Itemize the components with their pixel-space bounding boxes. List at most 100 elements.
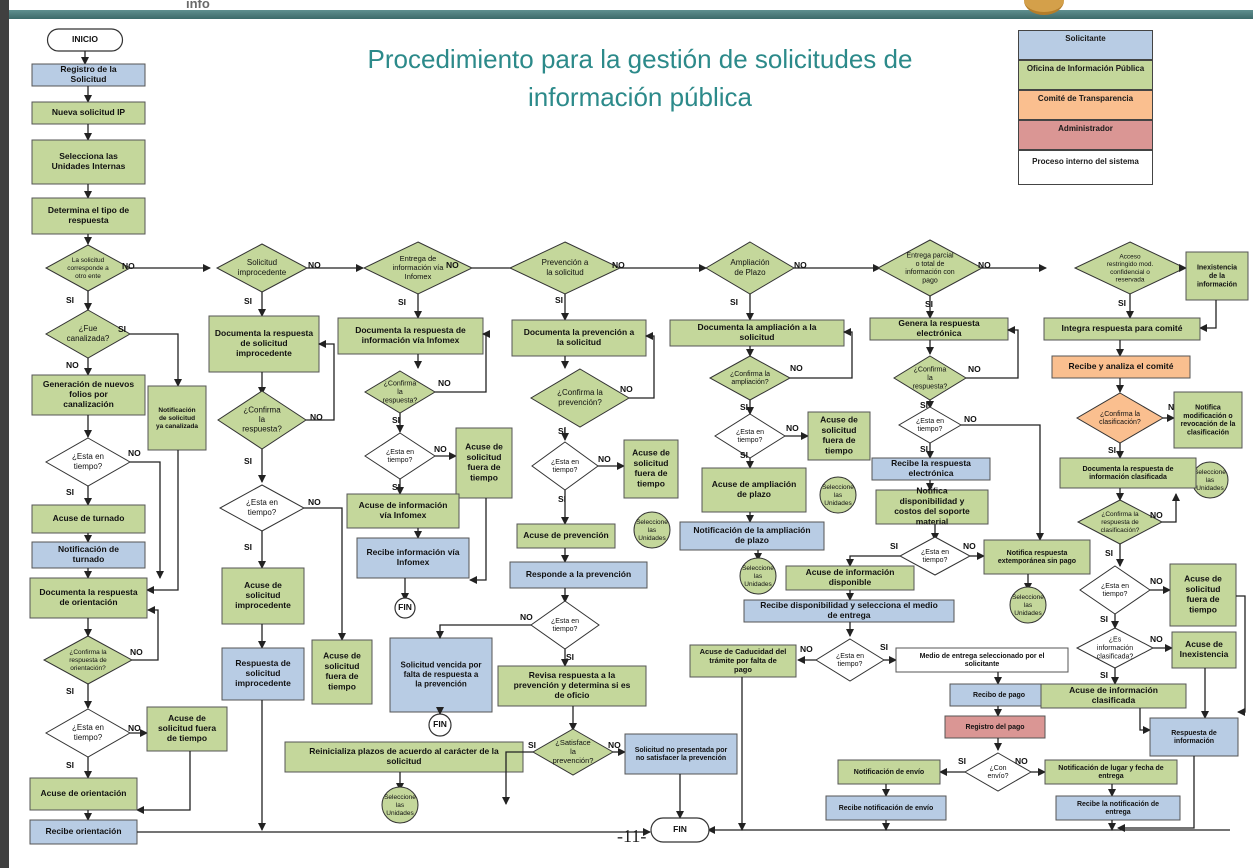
node-label: Acuse de orientación xyxy=(41,788,127,798)
branch-label: SI xyxy=(66,686,74,696)
branch-label: SI xyxy=(558,426,566,436)
branch-label: NO xyxy=(800,644,813,654)
terminal-label: FIN xyxy=(398,602,412,612)
process-box-92 xyxy=(1171,631,1237,669)
process-box-45 xyxy=(509,561,648,589)
page-number: -11- xyxy=(617,826,647,846)
flow-arrow-112 xyxy=(1117,756,1195,832)
decision-diamond-48 xyxy=(531,728,615,776)
process-box-27 xyxy=(337,317,484,355)
branch-label: NO xyxy=(608,740,621,750)
logo-mark xyxy=(1024,0,1064,15)
branch-label: NO xyxy=(446,260,459,270)
terminal-label: FIN xyxy=(433,719,447,729)
node-label: Reinicializa plazos de acuerdo al caráct… xyxy=(309,746,499,766)
branch-label: NO xyxy=(794,260,807,270)
branch-label: SI xyxy=(740,450,748,460)
terminal-label: INICIO xyxy=(72,34,98,44)
branch-label: NO xyxy=(963,541,976,551)
flow-arrow-48 xyxy=(629,332,655,399)
legend-proceso-interno: Proceso interno del sistema xyxy=(1018,150,1153,185)
branch-label: SI xyxy=(925,299,933,309)
process-box-90 xyxy=(1169,563,1237,627)
page-title: Procedimiento para la gestión de solicit… xyxy=(367,44,913,112)
process-box-70 xyxy=(743,599,955,623)
flow-arrow-11 xyxy=(130,461,164,579)
branch-label: NO xyxy=(1015,756,1028,766)
connector-circle-58 xyxy=(739,557,777,595)
decision-diamond-52 xyxy=(708,355,792,401)
process-box-56 xyxy=(701,467,807,513)
connector-circle-37 xyxy=(381,786,419,824)
process-box-69 xyxy=(785,565,915,591)
flow-arrow-73 xyxy=(966,326,1019,379)
node-label: Recibe notificación de envío xyxy=(839,805,934,812)
flow-arrow-63 xyxy=(790,328,853,379)
terminal-fin-35 xyxy=(428,713,452,737)
flow-arrow-57 xyxy=(502,751,533,805)
node-label: Responde a la prevención xyxy=(526,569,631,579)
flow-arrow-20 xyxy=(136,751,191,814)
flow-arrow-111 xyxy=(1236,595,1246,716)
branch-label: SI xyxy=(566,652,574,662)
process-box-79 xyxy=(1055,795,1181,821)
process-box-11 xyxy=(31,504,146,534)
flow-arrow-28 xyxy=(304,507,346,641)
process-box-65 xyxy=(875,489,989,525)
flow-arrow-26 xyxy=(306,340,335,421)
header-band xyxy=(9,10,1253,19)
node-label: Registro del pago xyxy=(965,724,1024,731)
branch-label: SI xyxy=(244,456,252,466)
process-box-39 xyxy=(511,319,647,357)
process-box-78 xyxy=(1044,759,1178,785)
process-box-31 xyxy=(346,493,460,529)
decision-diamond-40 xyxy=(530,368,630,428)
branch-label: NO xyxy=(122,261,135,271)
branch-label: NO xyxy=(308,497,321,507)
branch-label: NO xyxy=(968,364,981,374)
process-box-23 xyxy=(221,567,305,625)
flow-arrow-81 xyxy=(846,555,900,567)
decision-diamond-84 xyxy=(1076,392,1164,444)
branch-label: NO xyxy=(128,448,141,458)
flow-arrow-110 xyxy=(1139,708,1151,734)
branch-label: NO xyxy=(310,412,323,422)
branch-label: SI xyxy=(244,296,252,306)
flow-arrow-14 xyxy=(146,450,179,594)
branch-label: SI xyxy=(528,740,536,750)
process-box-64 xyxy=(871,457,991,481)
branch-label: SI xyxy=(958,756,966,766)
decision-diamond-71 xyxy=(815,638,885,682)
branch-label: NO xyxy=(1150,634,1163,644)
branch-label: SI xyxy=(1100,614,1108,624)
legend-oficina: Oficina de Información Pública xyxy=(1018,60,1153,90)
